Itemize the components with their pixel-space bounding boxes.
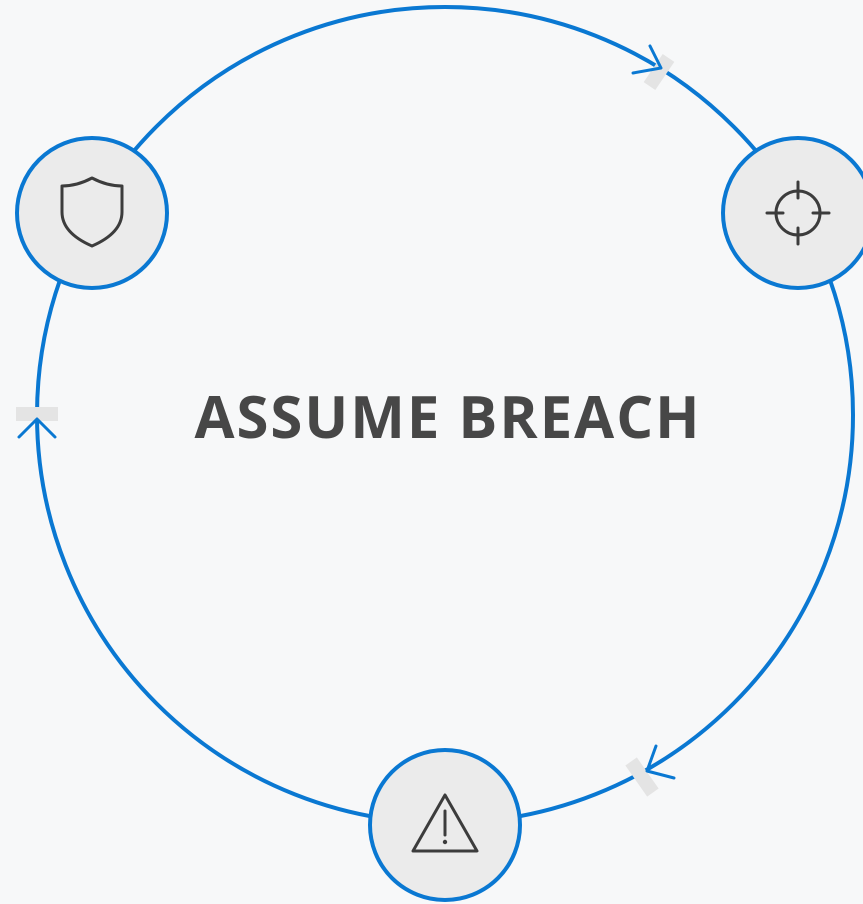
- protect-node-circle: [15, 136, 169, 290]
- crosshair-icon: [765, 180, 831, 246]
- shield-icon: [60, 176, 124, 248]
- center-title: ASSUME BREACH: [194, 376, 701, 455]
- detect-node: [721, 136, 863, 290]
- arrow-left: [17, 417, 57, 439]
- protect-node: [15, 136, 169, 290]
- gap-mark-bottom-right: [625, 757, 659, 797]
- warning-triangle-icon: [411, 793, 479, 853]
- flow-arrows: [17, 44, 676, 780]
- detect-node-circle: [721, 136, 863, 290]
- respond-node: [368, 748, 522, 902]
- gap-mark-top-right: [643, 53, 675, 91]
- arrow-bottom-right: [645, 744, 676, 780]
- gap-mark-left: [16, 407, 58, 421]
- arrow-top-right: [631, 44, 663, 75]
- gap-marks: [16, 53, 675, 797]
